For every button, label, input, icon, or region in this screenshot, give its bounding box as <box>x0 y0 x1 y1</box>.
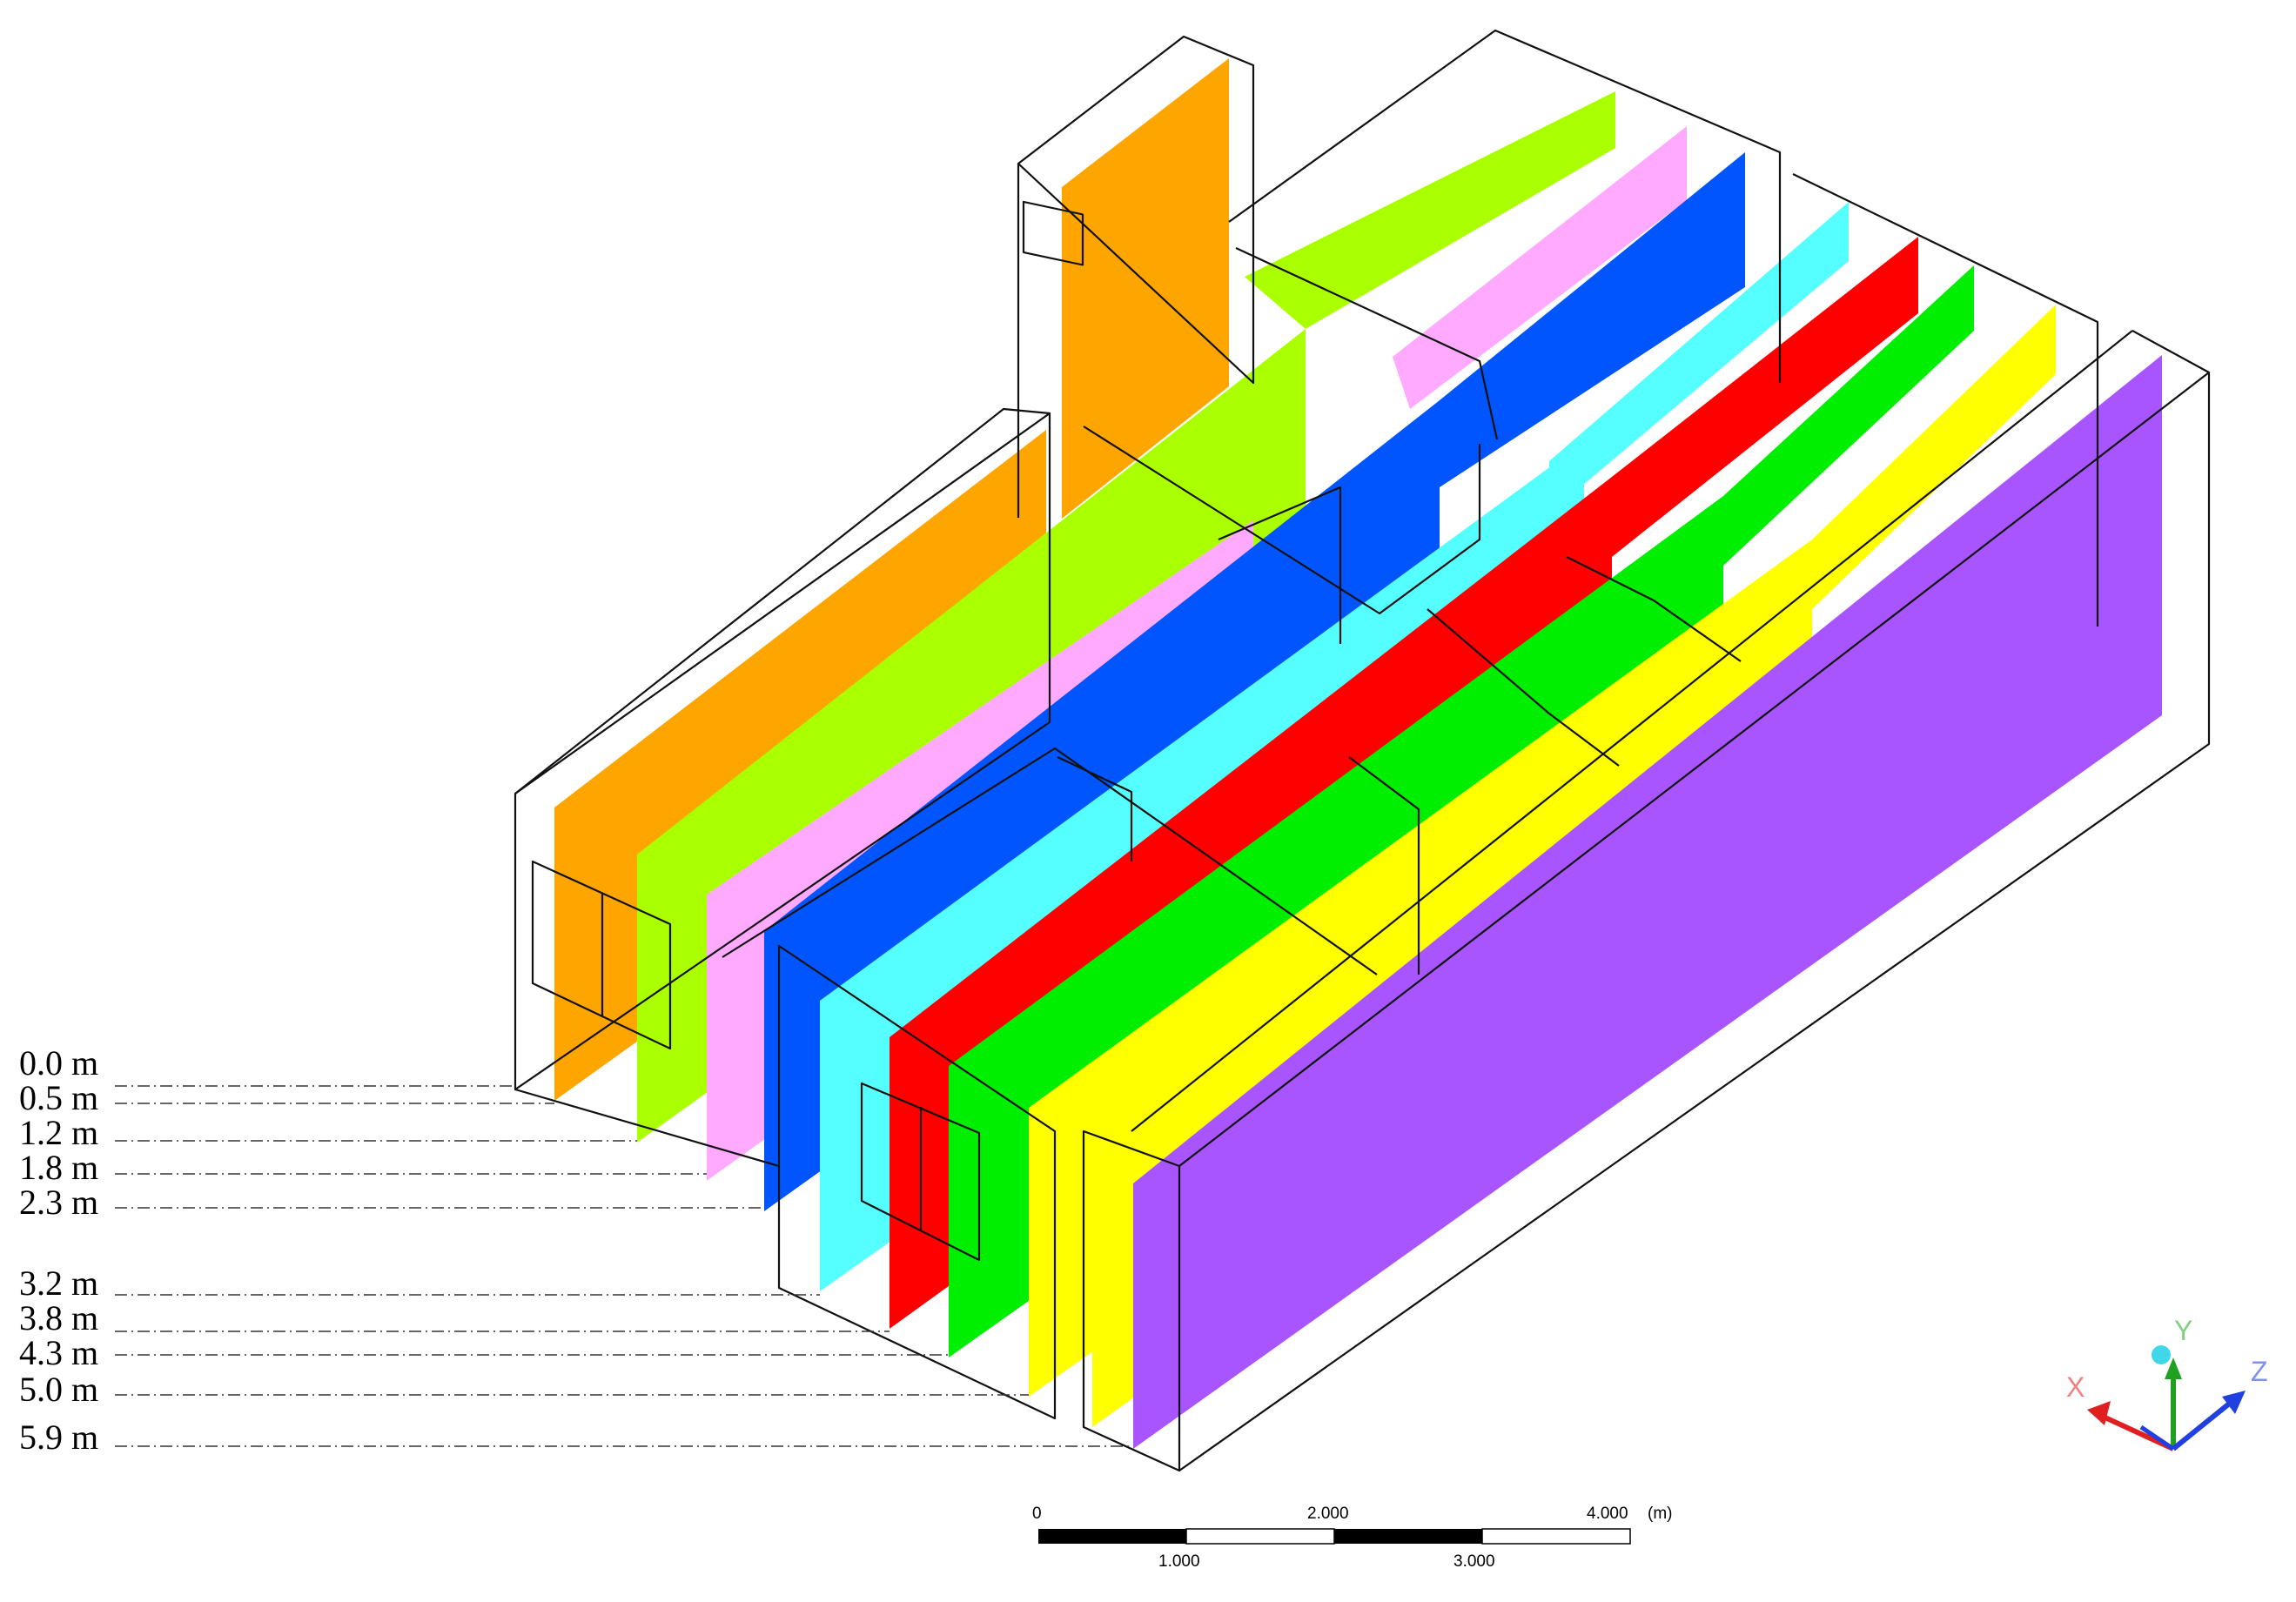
right-block-bottom <box>1178 330 2211 1471</box>
right-block-ridge <box>1178 372 2210 1167</box>
plane-label-2: 1.2 m <box>19 1113 98 1152</box>
plane-label-8: 5.0 m <box>19 1370 98 1409</box>
section-planes <box>554 58 2162 1449</box>
scale-tick-3000: 3.000 <box>1453 1552 1495 1571</box>
plane-1-2m-upper <box>1393 126 1687 409</box>
axis-triad: X Y Z <box>2066 1315 2268 1451</box>
plane-label-1: 0.5 m <box>19 1078 98 1117</box>
z-axis-arrow-icon <box>2222 1391 2246 1414</box>
axis-origin-icon <box>2152 1345 2171 1364</box>
plane-label-6: 3.8 m <box>19 1298 98 1337</box>
plane-label-9: 5.9 m <box>19 1418 98 1457</box>
middle-block-top <box>722 747 1378 975</box>
x-axis-line <box>2096 1411 2175 1451</box>
x-axis-label: X <box>2066 1371 2085 1403</box>
back-block-right <box>1792 173 2099 627</box>
plane-label-3: 1.8 m <box>19 1148 98 1187</box>
plane-0-0m-tower <box>1062 58 1229 519</box>
duct-6 <box>1566 556 1742 662</box>
plane-label-0: 0.0 m <box>19 1043 98 1083</box>
scale-seg-3 <box>1334 1529 1482 1544</box>
z-axis-label: Z <box>2251 1356 2268 1387</box>
plane-4-3m-upper <box>1812 305 2056 609</box>
left-door <box>531 860 672 1050</box>
plane-0-5m-upper <box>1245 91 1615 329</box>
left-block-front <box>514 412 1051 1091</box>
scale-tick-4000: 4.000 <box>1587 1505 1628 1523</box>
building-wireframe <box>514 29 2211 1472</box>
duct-4 <box>1348 756 1420 975</box>
scale-seg-4 <box>1481 1528 1631 1545</box>
left-block-top <box>514 407 1051 794</box>
middle-block-front <box>777 944 1057 1420</box>
back-block-top <box>1228 29 1782 383</box>
tower-vent <box>1022 200 1084 266</box>
plane-3-8m-upper <box>1723 265 1974 566</box>
scale-tick-2000: 2.000 <box>1307 1505 1349 1523</box>
scale-seg-2 <box>1185 1528 1335 1545</box>
z-axis-extra <box>2139 1424 2175 1451</box>
scale-bar: 0 2.000 4.000 (m) 1.000 3.000 <box>1032 1505 1672 1571</box>
x-axis-arrow-icon <box>2087 1401 2111 1425</box>
left-block-edge <box>514 1088 780 1168</box>
duct-2 <box>1218 486 1342 644</box>
plane-1-8m-upper <box>1440 152 1745 487</box>
duct-5 <box>1427 608 1620 767</box>
middle-door <box>860 1082 981 1262</box>
scale-seg-1 <box>1038 1529 1186 1544</box>
plane-5-9m <box>1133 355 2162 1449</box>
scale-tick-1000: 1.000 <box>1158 1552 1200 1571</box>
plane-3-2m-upper <box>1612 237 1918 557</box>
y-axis-label: Y <box>2174 1315 2192 1346</box>
plane-2-3m-upper <box>1549 202 1849 513</box>
plane-label-7: 4.3 m <box>19 1333 98 1372</box>
plane-label-4: 2.3 m <box>19 1183 98 1222</box>
duct-7 <box>1235 247 1499 440</box>
plane-labels: 0.0 m0.5 m1.2 m1.8 m2.3 m 3.2 m3.8 m4.3 m… <box>19 1043 1133 1457</box>
scale-unit: (m) <box>1648 1505 1672 1523</box>
duct-3 <box>1057 756 1133 861</box>
scale-tick-0: 0 <box>1032 1505 1042 1523</box>
tower-outline <box>1017 35 1255 385</box>
y-axis-arrow-icon <box>2165 1357 2182 1379</box>
duct-1 <box>1083 426 1481 615</box>
right-block-top <box>1131 330 2133 1132</box>
z-axis-line <box>2172 1398 2234 1451</box>
plane-label-5: 3.2 m <box>19 1264 98 1303</box>
